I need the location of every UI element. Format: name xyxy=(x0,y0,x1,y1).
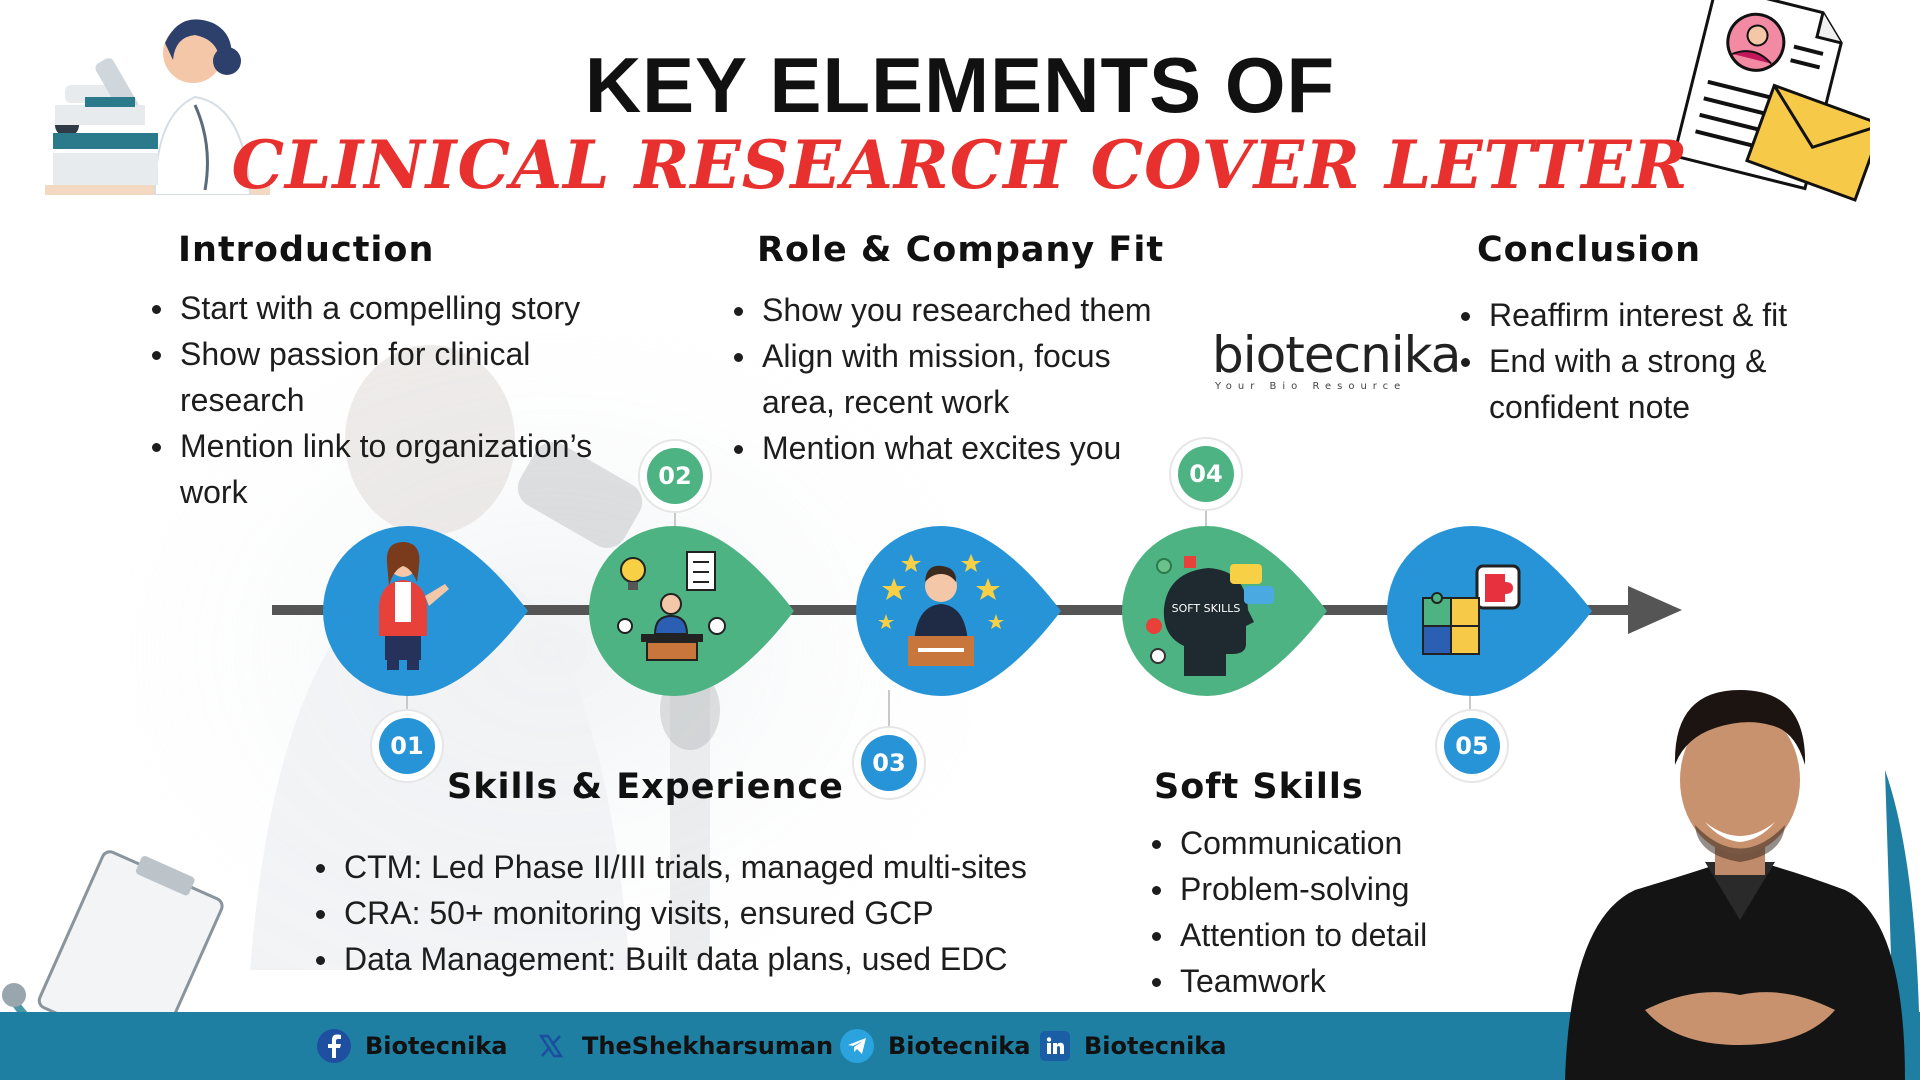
step-connector xyxy=(406,690,408,742)
achiever-stars-icon xyxy=(878,554,1004,629)
list-item: CRA: 50+ monitoring visits, ensured GCP xyxy=(314,890,1114,936)
presenter-photo xyxy=(1565,690,1920,1080)
list-item: Align with mission, focus area, recent w… xyxy=(732,333,1182,425)
skills-experience-list: CTM: Led Phase II/III trials, managed mu… xyxy=(314,844,1114,982)
step-connector xyxy=(888,690,890,758)
list-item: Start with a compelling story xyxy=(150,285,620,331)
list-item: End with a strong & confident note xyxy=(1459,338,1839,430)
skills-experience-heading: Skills & Experience xyxy=(447,767,844,807)
puzzle-icon xyxy=(1422,564,1521,655)
step-1-number: 01 xyxy=(379,718,435,774)
introduction-list: Start with a compelling story Show passi… xyxy=(150,285,620,515)
multitasking-icon xyxy=(617,551,726,661)
facebook-icon xyxy=(317,1029,351,1063)
step-4-drop-icon: SOFT SKILLS xyxy=(1122,526,1327,696)
footer-facebook-label: Biotecnika xyxy=(365,1032,508,1060)
list-item: Data Management: Built data plans, used … xyxy=(314,936,1114,982)
soft-skills-head-icon: SOFT SKILLS xyxy=(1146,556,1274,676)
timeline-arrow-icon xyxy=(1628,586,1682,634)
soft-skills-list: Communication Problem-solving Attention … xyxy=(1150,820,1550,1004)
footer-linkedin-label: Biotecnika xyxy=(1084,1032,1227,1060)
list-item: Communication xyxy=(1150,820,1550,866)
scientist-microscope-icon xyxy=(45,19,270,195)
footer-telegram-link[interactable]: Biotecnika xyxy=(840,1026,1030,1066)
footer-linkedin-link[interactable]: Biotecnika xyxy=(1040,1026,1226,1066)
step-2-drop-icon xyxy=(589,526,794,696)
role-fit-list: Show you researched them Align with miss… xyxy=(732,287,1182,471)
step-connector xyxy=(1469,690,1471,742)
step-1-drop-icon xyxy=(323,526,528,696)
telegram-icon xyxy=(840,1029,874,1063)
presenter-woman-icon xyxy=(379,541,449,670)
list-item: CTM: Led Phase II/III trials, managed mu… xyxy=(314,844,1114,890)
step-5-number: 05 xyxy=(1444,718,1500,774)
list-item: Reaffirm interest & fit xyxy=(1459,292,1839,338)
step-2-number: 02 xyxy=(647,448,703,504)
list-item: Mention what excites you xyxy=(732,425,1182,471)
step-5-drop-icon xyxy=(1387,526,1592,696)
x-twitter-icon xyxy=(534,1029,568,1063)
footer-telegram-label: Biotecnika xyxy=(888,1032,1031,1060)
step-3-number: 03 xyxy=(861,735,917,791)
soft-skills-heading: Soft Skills xyxy=(1154,767,1364,807)
list-item: Mention link to organization’s work xyxy=(150,423,620,515)
soft-skills-label: SOFT SKILLS xyxy=(1172,602,1241,615)
list-item: Problem-solving xyxy=(1150,866,1550,912)
list-item: Show you researched them xyxy=(732,287,1182,333)
list-item: Show passion for clinical research xyxy=(150,331,620,423)
footer-x-label: TheShekharsuman xyxy=(582,1032,834,1060)
step-3-drop-icon xyxy=(856,526,1061,696)
list-item: Attention to detail xyxy=(1150,912,1550,958)
conclusion-heading: Conclusion xyxy=(1477,230,1702,270)
title-line-2: CLINICAL RESEARCH COVER LETTER xyxy=(231,126,1689,204)
footer-facebook-link[interactable]: Biotecnika xyxy=(317,1026,507,1066)
role-fit-heading: Role & Company Fit xyxy=(757,230,1165,270)
introduction-heading: Introduction xyxy=(178,230,435,270)
resume-envelope-icon xyxy=(1672,0,1870,202)
title-line-1: KEY ELEMENTS OF xyxy=(584,41,1336,129)
conclusion-list: Reaffirm interest & fit End with a stron… xyxy=(1459,292,1839,430)
step-4-number: 04 xyxy=(1178,446,1234,502)
biotecnika-logo: biotecnika xyxy=(1212,326,1461,384)
biotecnika-tagline: Your Bio Resource xyxy=(1215,381,1407,392)
linkedin-icon xyxy=(1040,1031,1070,1061)
footer-x-link[interactable]: TheShekharsuman xyxy=(534,1026,833,1066)
list-item: Teamwork xyxy=(1150,958,1550,1004)
